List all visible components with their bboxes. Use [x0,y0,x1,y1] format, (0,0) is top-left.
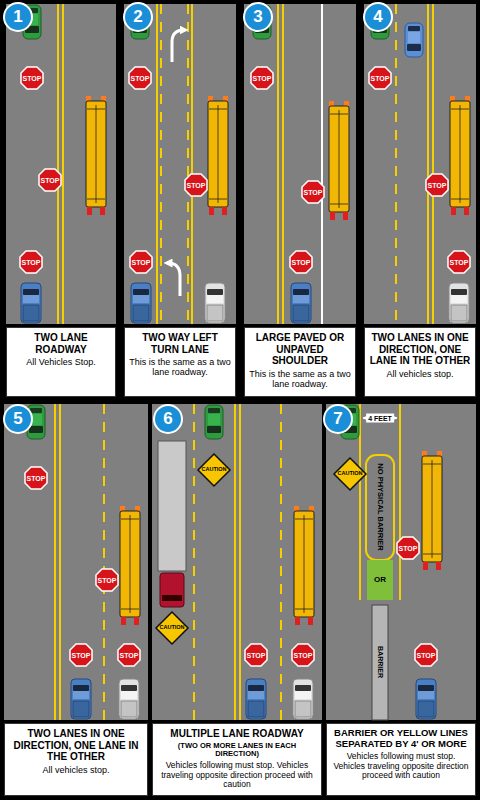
sign-text: STOP [253,75,272,82]
caption-body: (TWO OR MORE LANES IN EACH DIRECTION) [156,742,318,759]
stop-sign: STOP [129,250,153,274]
stop-sign: STOP [414,643,438,667]
sign-text: CAUTION [201,467,226,473]
panel-number: 1 [3,2,33,32]
sign-text: STOP [187,182,206,189]
stop-sign: STOP [291,643,315,667]
caution-sign: CAUTION [197,453,231,487]
stop-sign: STOP [184,173,208,197]
sign-text: STOP [22,259,41,266]
sign-text: STOP [98,577,117,584]
stop-sign: STOP [368,66,392,90]
caption-box: MULTIPLE LANE ROADWAY (TWO OR MORE LANES … [152,723,322,796]
sign-text: CAUTION [337,471,362,477]
caption-body: This is the same as a two lane roadway. [248,369,352,390]
caption-body: All Vehicles Stop. [26,357,96,367]
panel-number-text: 5 [13,409,22,429]
caption-box: BARRIER OR YELLOW LINES SEPARATED BY 4' … [326,723,476,796]
caption-heading: LARGE PAVED OR UNPAVED SHOULDER [248,332,352,367]
sign-text: STOP [120,652,139,659]
sign-text: CAUTION [159,625,184,631]
caption-heading: TWO LANE ROADWAY [10,332,112,355]
sign-text: STOP [132,259,151,266]
stop-sign: STOP [447,250,471,274]
sign-text: STOP [292,259,311,266]
stop-sign: STOP [95,568,119,592]
panel-number: 6 [153,404,183,434]
sign-text: STOP [304,189,323,196]
panel-number-text: 3 [253,7,262,27]
caption-heading: TWO LANES IN ONE DIRECTION, ONE LANE IN … [368,332,472,367]
panel-number: 5 [3,404,33,434]
sign-text: STOP [428,182,447,189]
panel-number: 3 [243,2,273,32]
caption-box: LARGE PAVED OR UNPAVED SHOULDERThis is t… [244,327,356,397]
caption-body: All vehicles stop. [386,369,453,379]
stop-sign: STOP [24,466,48,490]
caption-heading: MULTIPLE LANE ROADWAY [170,728,303,740]
stop-sign: STOP [128,66,152,90]
sign-text: STOP [371,75,390,82]
caution-sign: CAUTION [155,611,189,645]
caption-body: Vehicles following must stop. Vehicles t… [330,752,472,781]
sign-text: STOP [247,652,266,659]
stop-sign: STOP [244,643,268,667]
panel-number: 7 [323,404,353,434]
sign-text: STOP [72,652,91,659]
panel-number: 4 [363,2,393,32]
sign-text: STOP [450,259,469,266]
caption-box: TWO LANES IN ONE DIRECTION, ONE LANE IN … [364,327,476,397]
panel-number-text: 6 [163,409,172,429]
caution-sign: CAUTION [333,457,367,491]
caption-body: Vehicles following must stop. Vehicles t… [156,761,318,790]
stop-sign: STOP [20,66,44,90]
panel-number-text: 7 [333,409,342,429]
stop-sign: STOP [301,180,325,204]
caption-box: TWO LANES IN ONE DIRECTION, ONE LANE IN … [4,723,148,796]
stop-sign: STOP [19,250,43,274]
caption-heading: BARRIER OR YELLOW LINES SEPARATED BY 4' … [330,728,472,750]
stop-sign: STOP [38,168,62,192]
panel-number-text: 2 [133,7,142,27]
median-label: NO PHYSICAL BARRIER [376,463,384,550]
stop-sign: STOP [69,643,93,667]
caption-heading: TWO LANES IN ONE DIRECTION, ONE LANE IN … [8,728,144,763]
sign-text: STOP [27,475,46,482]
panel-number: 2 [123,2,153,32]
stop-sign: STOP [117,643,141,667]
stop-sign: STOP [425,173,449,197]
caption-box: TWO LANE ROADWAY All Vehicles Stop. [6,327,116,397]
stop-sign: STOP [289,250,313,274]
stop-sign: STOP [250,66,274,90]
dimension-label: 4 FEET [366,414,394,423]
caption-heading: TWO WAY LEFT TURN LANE [128,332,232,355]
median-label: OR [374,576,386,584]
sign-text: STOP [41,177,60,184]
sign-text: STOP [399,545,418,552]
sign-text: STOP [23,75,42,82]
panel-number-text: 4 [373,7,382,27]
sign-text: STOP [131,75,150,82]
caption-box: TWO WAY LEFT TURN LANEThis is the same a… [124,327,236,397]
barrier-label: BARRIER [377,646,384,678]
panel-number-text: 1 [13,7,22,27]
caption-body: This is the same as a two lane roadway. [128,357,232,378]
stop-sign: STOP [396,536,420,560]
sign-text: STOP [294,652,313,659]
caption-body: All vehicles stop. [42,765,109,775]
sign-text: STOP [417,652,436,659]
